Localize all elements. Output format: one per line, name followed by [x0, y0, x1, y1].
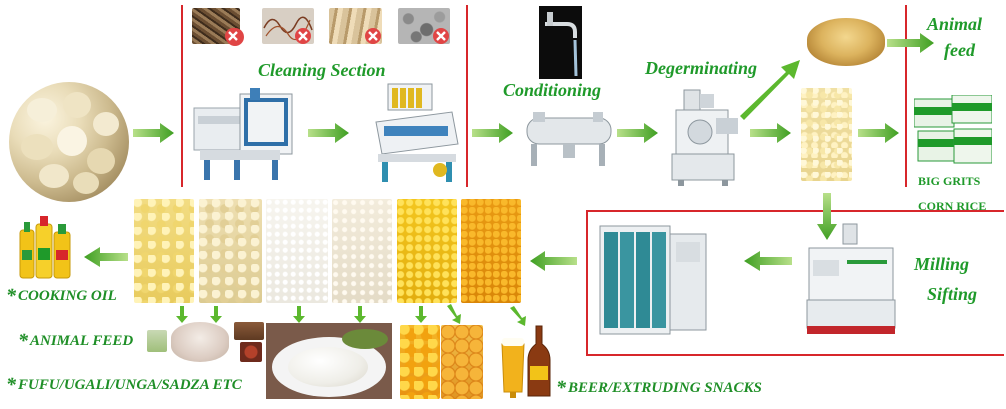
arrow-down-small [354, 306, 366, 323]
cleaning-machine-sieve [193, 88, 293, 180]
arrow-down-small [415, 306, 427, 323]
goat-image [147, 330, 167, 352]
animal-feed-top-label-2: feed [944, 40, 975, 60]
tap-icon [545, 12, 578, 77]
product-flour-white [266, 199, 328, 303]
feed-pile-image [171, 322, 229, 362]
star-mark: * [556, 377, 566, 399]
conditioning-machine [526, 112, 612, 166]
beer-snacks-text: BEER/EXTRUDING SNACKS [568, 380, 762, 396]
arrow-down [817, 193, 837, 240]
star-mark: * [18, 330, 28, 352]
milling-label: Milling [914, 254, 970, 274]
cleaning-machine-destoner [375, 83, 459, 182]
star-mark: * [6, 374, 16, 396]
arrow-right [308, 123, 349, 143]
grits-bags-image [913, 94, 993, 167]
arrow-right [617, 123, 658, 143]
arrow-left [530, 251, 577, 271]
arrow-diag-small [447, 304, 461, 324]
beer-snacks-label: *BEER/EXTRUDING SNACKS [556, 377, 762, 400]
divider-cleaning-left [181, 5, 183, 187]
product-yellow-grits [461, 199, 521, 303]
animal-feed-label: *ANIMAL FEED [18, 330, 133, 353]
arrow-left [84, 247, 128, 267]
chicken-image [240, 342, 262, 362]
beer-image [501, 325, 551, 398]
arrow-right [472, 123, 513, 143]
animal-feed-text: ANIMAL FEED [30, 333, 134, 349]
corn-rice-label: CORN RICE [918, 199, 987, 213]
divider-cleaning-right [466, 5, 468, 187]
degerminator-machine [671, 89, 738, 186]
arrow-diag-small [510, 306, 526, 326]
conditioning-title: Conditioning [503, 80, 602, 100]
arrow-down-small [176, 306, 188, 323]
product-flour-fine [332, 199, 392, 303]
fufu-plate-image [266, 323, 392, 399]
milling-frame-left [586, 210, 588, 355]
animal-feed-top-label-1: Animal [927, 14, 983, 34]
reject-x-icon [433, 28, 449, 44]
arrow-right [133, 123, 174, 143]
arrow-left [744, 251, 792, 271]
plansifter-machine [599, 225, 707, 335]
product-grits-coarse [134, 199, 194, 303]
arrow-right [887, 33, 934, 53]
roller-mill-machine [806, 223, 896, 334]
raw-maize-image [9, 82, 129, 202]
arrow-diagonal [740, 60, 800, 120]
snacks-flakes-image [400, 325, 440, 399]
arrow-right [750, 123, 791, 143]
fufu-label: *FUFU/UGALI/UNGA/SADZA ETC [6, 374, 242, 397]
snacks-balls-image [441, 325, 483, 399]
milling-frame-bottom [586, 354, 1004, 356]
degerminating-title: Degerminating [645, 58, 758, 78]
milling-frame-top [586, 210, 1004, 212]
reject-x-icon [295, 28, 311, 44]
water-tap-image [539, 6, 582, 79]
sifting-label: Sifting [927, 284, 978, 304]
reject-x-icon [225, 28, 241, 44]
cooking-oil-label: *COOKING OIL [6, 285, 117, 308]
divider-degerm-right [905, 5, 907, 187]
fufu-text: FUFU/UGALI/UNGA/SADZA ETC [18, 377, 242, 393]
star-mark: * [6, 285, 16, 307]
arrow-down-small [210, 306, 222, 323]
product-grits-flakes [199, 199, 262, 303]
cleaning-section-title: Cleaning Section [258, 60, 386, 80]
cow-image [234, 322, 264, 340]
bran-feed-image [807, 18, 885, 66]
cooking-oil-text: COOKING OIL [18, 288, 117, 304]
reject-x-icon [365, 28, 381, 44]
cooking-oil-image [19, 216, 71, 279]
arrow-right [858, 123, 899, 143]
big-grits-label: BIG GRITS [918, 174, 981, 188]
impurity-image-stones [398, 8, 450, 44]
product-yellow-meal [397, 199, 457, 303]
bags-icon [913, 94, 993, 164]
arrow-down-small [293, 306, 305, 323]
corn-grits-image [801, 88, 852, 181]
